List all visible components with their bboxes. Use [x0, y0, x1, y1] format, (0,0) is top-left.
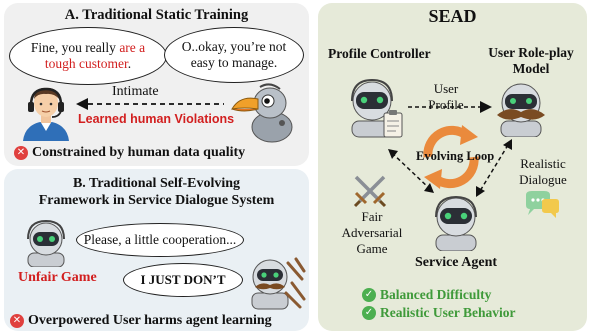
user-roleplay-line2: Model: [512, 61, 550, 76]
bubble-user-text: O..okay, you’re not easy to manage.: [181, 39, 287, 70]
cross-icon: ✕: [10, 314, 24, 328]
mustache-robot-icon: [497, 83, 545, 137]
imitation-arrow: [76, 98, 224, 110]
panel-b-title: B. Traditional Self-Evolving Framework i…: [4, 175, 309, 209]
check-realistic-user-behavior: Realistic User Behavior: [380, 305, 516, 320]
unfair-game-label: Unfair Game: [18, 270, 97, 285]
panel-b-title-line2: Framework in Service Dialogue System: [38, 193, 275, 208]
realistic-dialogue-label: Realistic Dialogue: [508, 156, 578, 188]
sead-title: SEAD: [428, 6, 477, 26]
user-roleplay-line1: User Role-play: [488, 45, 574, 60]
panel-a-footer: Constrained by human data quality: [32, 145, 246, 160]
speech-bubble-agent-b: Please, a little cooperation...: [76, 223, 244, 257]
check-icon: ✓: [362, 288, 376, 302]
check-icon: ✓: [362, 306, 376, 320]
robot-icon: [351, 78, 403, 138]
robot-icon: [27, 219, 65, 267]
realistic-line1: Realistic: [520, 156, 566, 171]
cycle-arrows-icon: [423, 125, 479, 189]
arrow-label-intimate: Intimate: [112, 84, 159, 99]
fair-adversarial-game-label: Fair Adversarial Game: [334, 209, 410, 257]
fair-line1: Fair: [361, 209, 383, 224]
mustache-robot-icon: [251, 257, 306, 310]
panel-sead: SEAD Profile Controller User Role-play M…: [318, 3, 587, 331]
service-agent-label: Service Agent: [414, 255, 498, 270]
profile-arrow: [408, 101, 492, 113]
chat-icon: [526, 191, 559, 218]
bubble-agent-b-text: Please, a little cooperation...: [83, 232, 237, 248]
check-balanced-difficulty: Balanced Difficulty: [380, 287, 492, 302]
user-profile-label: User Profile: [418, 81, 474, 113]
speech-bubble-agent: Fine, you really are a tough customer.: [9, 27, 167, 85]
panel-b-title-line1: B. Traditional Self-Evolving: [72, 176, 241, 191]
fair-line2: Adversarial: [341, 225, 403, 240]
user-roleplay-label: User Role-play Model: [478, 45, 584, 77]
cross-icon: ✕: [14, 146, 28, 160]
speech-bubble-user: O..okay, you’re not easy to manage.: [164, 27, 304, 83]
panel-traditional-static-training: A. Traditional Static Training Fine, you…: [4, 3, 309, 166]
evolving-loop-label: Evolving Loop: [416, 149, 495, 163]
clipboard-icon: [383, 110, 403, 138]
speech-bubble-user-b: I JUST DON’T: [123, 263, 243, 297]
toucan-robot-icon: [231, 83, 293, 143]
swords-icon: [353, 175, 387, 208]
realistic-line2: Dialogue: [519, 172, 567, 187]
panel-b-footer: Overpowered User harms agent learning: [28, 313, 272, 328]
panel-traditional-self-evolving: B. Traditional Self-Evolving Framework i…: [4, 169, 309, 331]
fair-line3: Game: [356, 241, 388, 256]
agent-headset-icon: [23, 87, 69, 141]
bubble-user-b-text: I JUST DON’T: [140, 271, 226, 287]
learned-violations-label: Learned human Violations: [78, 112, 235, 126]
bubble-agent-text: Fine, you really are a tough customer.: [10, 40, 166, 71]
bubble-agent-text-highlight: are a tough customer: [44, 40, 146, 71]
user-profile-line2: Profile: [428, 97, 464, 112]
robot-icon: [435, 195, 477, 251]
bubble-agent-text-plain: Fine, you really: [30, 40, 120, 56]
user-profile-line1: User: [433, 81, 459, 96]
profile-controller-label: Profile Controller: [328, 46, 431, 61]
bubble-agent-text-end: .: [127, 56, 132, 71]
panel-a-title: A. Traditional Static Training: [64, 7, 249, 23]
loop-arrows: [388, 139, 512, 197]
